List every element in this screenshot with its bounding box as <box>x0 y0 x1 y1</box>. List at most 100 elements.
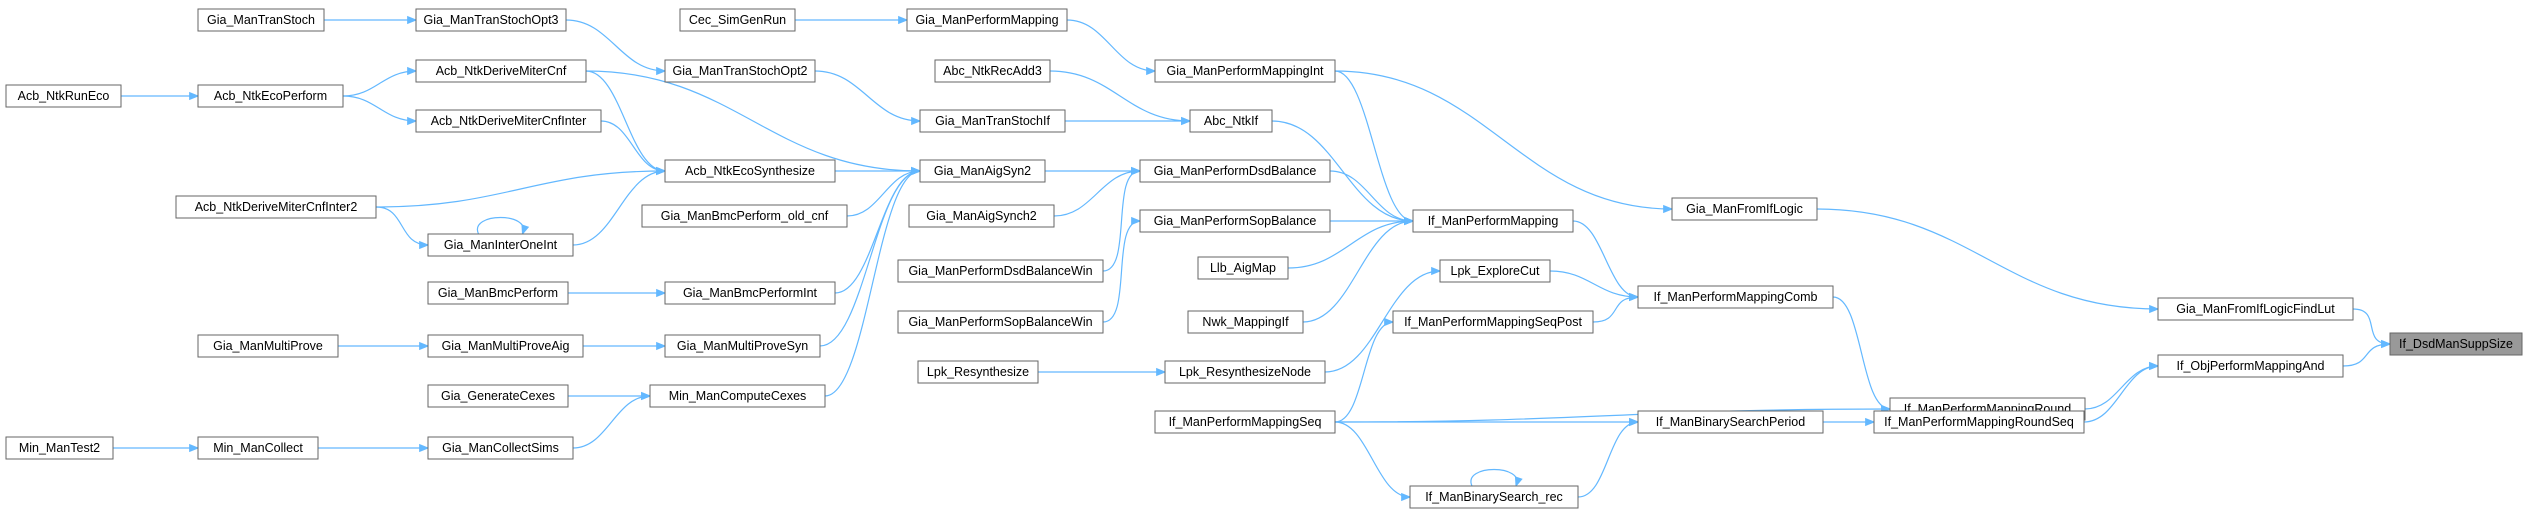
edge-arrowhead <box>189 443 200 453</box>
edge-arrowhead <box>656 166 667 176</box>
node-box <box>427 436 574 460</box>
node-label: Gia_ManBmcPerformInt <box>683 286 818 300</box>
node-gia-man-tran-stoch-opt3[interactable]: Gia_ManTranStochOpt3 <box>415 8 567 32</box>
node-label: Acb_NtkDeriveMiterCnf <box>436 64 567 78</box>
node-label: Min_ManTest2 <box>19 441 100 455</box>
edge-gia-man-from-if-logic-to-gia-man-from-if-logic-find-lut <box>1816 208 2159 310</box>
node-label: Gia_ManPerformDsdBalanceWin <box>908 264 1092 278</box>
node-gia-man-perform-sop-balance[interactable]: Gia_ManPerformSopBalance <box>1139 209 1331 233</box>
node-gia-man-from-if-logic[interactable]: Gia_ManFromIfLogic <box>1671 197 1818 221</box>
node-abc-ntk-rec-add3[interactable]: Abc_NtkRecAdd3 <box>934 59 1051 83</box>
edge-arrowhead <box>1514 476 1523 488</box>
node-acb-ntk-run-eco[interactable]: Acb_NtkRunEco <box>5 84 122 108</box>
node-acb-ntk-derive-miter-cnf-inter2[interactable]: Acb_NtkDeriveMiterCnfInter2 <box>175 195 377 219</box>
node-label: Gia_ManBmcPerform_old_cnf <box>661 209 829 223</box>
node-gia-man-bmc-perform-old-cnf[interactable]: Gia_ManBmcPerform_old_cnf <box>641 204 848 228</box>
node-acb-ntk-derive-miter-cnf-inter[interactable]: Acb_NtkDeriveMiterCnfInter <box>415 109 602 133</box>
edge-gia-man-tran-stoch-opt3-to-gia-man-tran-stoch-opt2 <box>565 19 666 72</box>
node-box <box>1439 259 1551 283</box>
node-gia-man-inter-one-int[interactable]: Gia_ManInterOneInt <box>427 233 574 257</box>
edge-arrowhead <box>1156 367 1167 377</box>
node-label: Min_ManComputeCexes <box>669 389 807 403</box>
node-gia-man-perform-mapping-int[interactable]: Gia_ManPerformMappingInt <box>1154 59 1336 83</box>
node-box <box>1154 59 1336 83</box>
node-lpk-resynthesize-node[interactable]: Lpk_ResynthesizeNode <box>1164 360 1326 384</box>
node-if-man-perform-mapping-comb[interactable]: If_ManPerformMappingComb <box>1637 285 1834 309</box>
node-acb-ntk-eco-synthesize[interactable]: Acb_NtkEcoSynthesize <box>664 159 836 183</box>
edge-abc-ntk-rec-add3-to-abc-ntk-if <box>1049 70 1191 122</box>
node-abc-ntk-if[interactable]: Abc_NtkIf <box>1189 109 1273 133</box>
node-gia-man-aig-synch2[interactable]: Gia_ManAigSynch2 <box>908 204 1055 228</box>
node-label: Cec_SimGenRun <box>689 13 786 27</box>
node-gia-man-tran-stoch-opt2[interactable]: Gia_ManTranStochOpt2 <box>664 59 816 83</box>
edge-arrowhead <box>656 341 667 351</box>
node-label: If_DsdManSuppSize <box>2399 337 2513 351</box>
node-label: Lpk_ExploreCut <box>1451 264 1540 278</box>
node-label: Gia_ManMultiProve <box>213 339 323 353</box>
node-if-man-perform-mapping[interactable]: If_ManPerformMapping <box>1412 209 1574 233</box>
node-label: Gia_ManPerformSopBalanceWin <box>908 315 1092 329</box>
node-lpk-resynthesize[interactable]: Lpk_Resynthesize <box>917 360 1039 384</box>
node-gia-man-multi-prove-syn[interactable]: Gia_ManMultiProveSyn <box>664 334 821 358</box>
node-box <box>919 109 1066 133</box>
node-min-man-compute-cexes[interactable]: Min_ManComputeCexes <box>649 384 826 408</box>
node-label: Lpk_Resynthesize <box>927 365 1029 379</box>
node-label: Gia_ManMultiProveSyn <box>677 339 808 353</box>
node-box <box>908 204 1055 228</box>
node-gia-man-multi-prove[interactable]: Gia_ManMultiProve <box>197 334 339 358</box>
node-label: Gia_ManFromIfLogic <box>1686 202 1803 216</box>
node-if-obj-perform-mapping-and[interactable]: If_ObjPerformMappingAnd <box>2157 354 2344 378</box>
node-gia-man-collect-sims[interactable]: Gia_ManCollectSims <box>427 436 574 460</box>
edge-arrowhead <box>1401 492 1412 502</box>
node-gia-man-perform-sop-balance-win[interactable]: Gia_ManPerformSopBalanceWin <box>897 310 1104 334</box>
node-if-man-perform-mapping-seq[interactable]: If_ManPerformMappingSeq <box>1154 410 1336 434</box>
edge-arrowhead <box>407 15 418 25</box>
node-acb-ntk-derive-miter-cnf[interactable]: Acb_NtkDeriveMiterCnf <box>415 59 587 83</box>
node-gia-man-perform-mapping[interactable]: Gia_ManPerformMapping <box>906 8 1068 32</box>
node-if-dsd-man-supp-size[interactable]: If_DsdManSuppSize <box>2389 332 2523 356</box>
node-lpk-explore-cut[interactable]: Lpk_ExploreCut <box>1439 259 1551 283</box>
node-gia-man-perform-dsd-balance[interactable]: Gia_ManPerformDsdBalance <box>1139 159 1331 183</box>
node-if-man-binary-search-rec[interactable]: If_ManBinarySearch_rec <box>1409 485 1579 509</box>
node-label: If_ManBinarySearchPeriod <box>1656 415 1805 429</box>
node-gia-man-from-if-logic-find-lut[interactable]: Gia_ManFromIfLogicFindLut <box>2157 297 2354 321</box>
node-gia-man-tran-stoch-if[interactable]: Gia_ManTranStochIf <box>919 109 1066 133</box>
node-min-man-test2[interactable]: Min_ManTest2 <box>5 436 114 460</box>
node-gia-man-bmc-perform-int[interactable]: Gia_ManBmcPerformInt <box>664 281 836 305</box>
edge-gia-man-perform-dsd-balance-to-if-man-perform-mapping <box>1329 170 1414 222</box>
node-if-man-perform-mapping-seq-post[interactable]: If_ManPerformMappingSeqPost <box>1392 310 1594 334</box>
node-if-man-perform-mapping-round-seq[interactable]: If_ManPerformMappingRoundSeq <box>1873 410 2085 434</box>
node-if-man-binary-search-period[interactable]: If_ManBinarySearchPeriod <box>1637 410 1824 434</box>
node-gia-man-aig-syn2[interactable]: Gia_ManAigSyn2 <box>919 159 1046 183</box>
node-label: If_ManPerformMappingRoundSeq <box>1884 415 2074 429</box>
node-gia-generate-cexes[interactable]: Gia_GenerateCexes <box>427 384 569 408</box>
node-gia-man-bmc-perform[interactable]: Gia_ManBmcPerform <box>427 281 569 305</box>
node-min-man-collect[interactable]: Min_ManCollect <box>197 436 319 460</box>
node-nwk-mapping-if[interactable]: Nwk_MappingIf <box>1187 310 1304 334</box>
node-gia-man-perform-dsd-balance-win[interactable]: Gia_ManPerformDsdBalanceWin <box>897 259 1104 283</box>
node-box <box>1637 410 1824 434</box>
node-cec-sim-gen-run[interactable]: Cec_SimGenRun <box>679 8 796 32</box>
node-label: Gia_ManTranStoch <box>207 13 315 27</box>
node-box <box>197 8 325 32</box>
node-label: Min_ManCollect <box>213 441 303 455</box>
node-box <box>1671 197 1818 221</box>
edge-arrowhead <box>1146 66 1157 76</box>
node-acb-ntk-eco-perform[interactable]: Acb_NtkEcoPerform <box>197 84 344 108</box>
node-box <box>197 436 319 460</box>
edge-arrowhead <box>1629 417 1640 427</box>
node-label: If_ManPerformMappingComb <box>1654 290 1818 304</box>
edge-arrowhead <box>641 391 652 401</box>
node-box <box>664 159 836 183</box>
node-box <box>175 195 377 219</box>
edge-arrowhead <box>2149 304 2160 314</box>
node-llb-aig-map[interactable]: Llb_AigMap <box>1197 256 1289 280</box>
edge-gia-man-perform-mapping-int-to-gia-man-from-if-logic <box>1334 70 1673 210</box>
edge-if-man-perform-mapping-to-if-man-perform-mapping-comb <box>1572 220 1639 298</box>
edge-arrowhead <box>1131 216 1142 226</box>
node-gia-man-multi-prove-aig[interactable]: Gia_ManMultiProveAig <box>427 334 584 358</box>
edge-if-man-perform-mapping-comb-to-if-man-perform-mapping-round <box>1832 296 1891 410</box>
node-gia-man-tran-stoch[interactable]: Gia_ManTranStoch <box>197 8 325 32</box>
node-box <box>1412 209 1574 233</box>
node-label: Gia_ManTranStochOpt3 <box>423 13 558 27</box>
